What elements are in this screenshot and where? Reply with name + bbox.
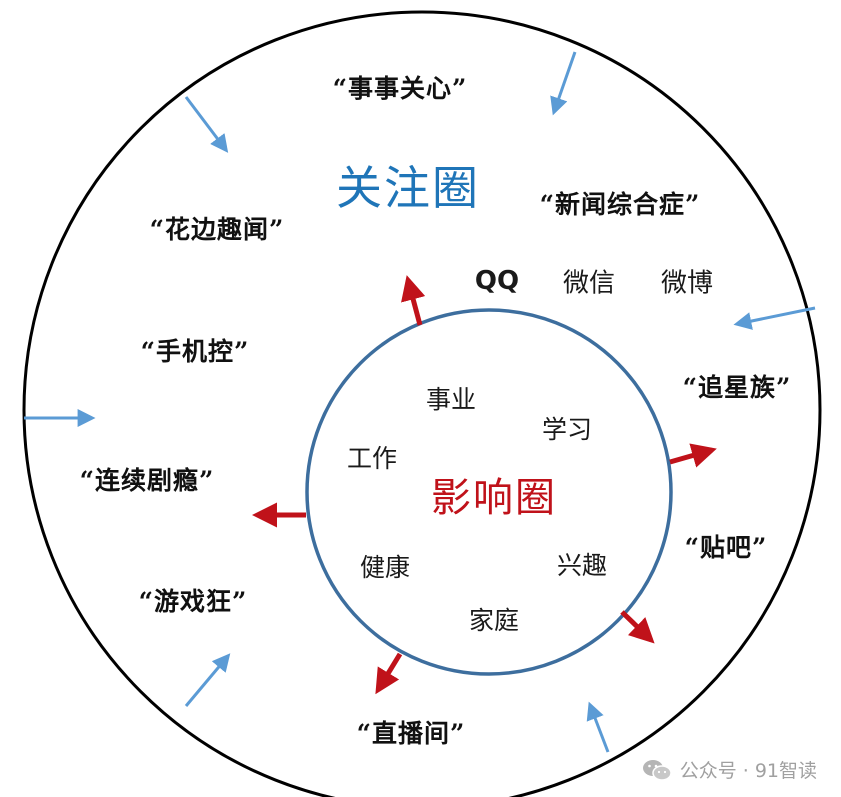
concern-item: “连续剧瘾” xyxy=(79,466,215,495)
circle-of-influence-title: 影响圈 xyxy=(431,475,557,521)
circle-of-influence xyxy=(305,308,673,676)
concern-arrow-bottom-left xyxy=(184,653,231,707)
influence-arrow-up xyxy=(401,275,426,326)
influence-arrow-lower-right xyxy=(620,610,655,644)
concern-item: “手机控” xyxy=(140,337,250,366)
influence-item: 家庭 xyxy=(468,606,520,635)
circle-of-concern xyxy=(22,10,822,797)
concern-item: “事事关心” xyxy=(332,74,468,103)
app-weibo: 微博 xyxy=(660,268,714,299)
concern-item: “贴吧” xyxy=(684,533,768,562)
concern-arrow-right xyxy=(733,306,816,330)
influence-item: 兴趣 xyxy=(556,551,608,580)
concern-item: “新闻综合症” xyxy=(539,190,701,219)
concern-arrow-top-left xyxy=(184,96,229,153)
app-qq: QQ xyxy=(474,266,520,296)
influence-arrow-right xyxy=(669,443,717,468)
influence-item: 工作 xyxy=(346,444,398,473)
concern-arrow-top-right xyxy=(550,51,577,116)
watermark: 公众号 · 91智读 xyxy=(642,756,817,783)
concern-item: “追星族” xyxy=(682,373,792,402)
concern-item: “直播间” xyxy=(356,719,466,748)
concern-arrow-bottom-right xyxy=(586,701,610,753)
wechat-icon xyxy=(642,759,672,781)
influence-item: 学习 xyxy=(541,415,593,444)
influence-item: 健康 xyxy=(359,553,411,582)
concern-item: “游戏狂” xyxy=(138,587,248,616)
influence-item: 事业 xyxy=(425,385,477,414)
circle-of-concern-title: 关注圈 xyxy=(336,161,480,215)
influence-arrow-down xyxy=(375,652,403,695)
watermark-text: 公众号 · 91智读 xyxy=(679,760,817,782)
concern-item: “花边趣闻” xyxy=(149,215,285,244)
app-wechat: 微信 xyxy=(562,268,616,299)
